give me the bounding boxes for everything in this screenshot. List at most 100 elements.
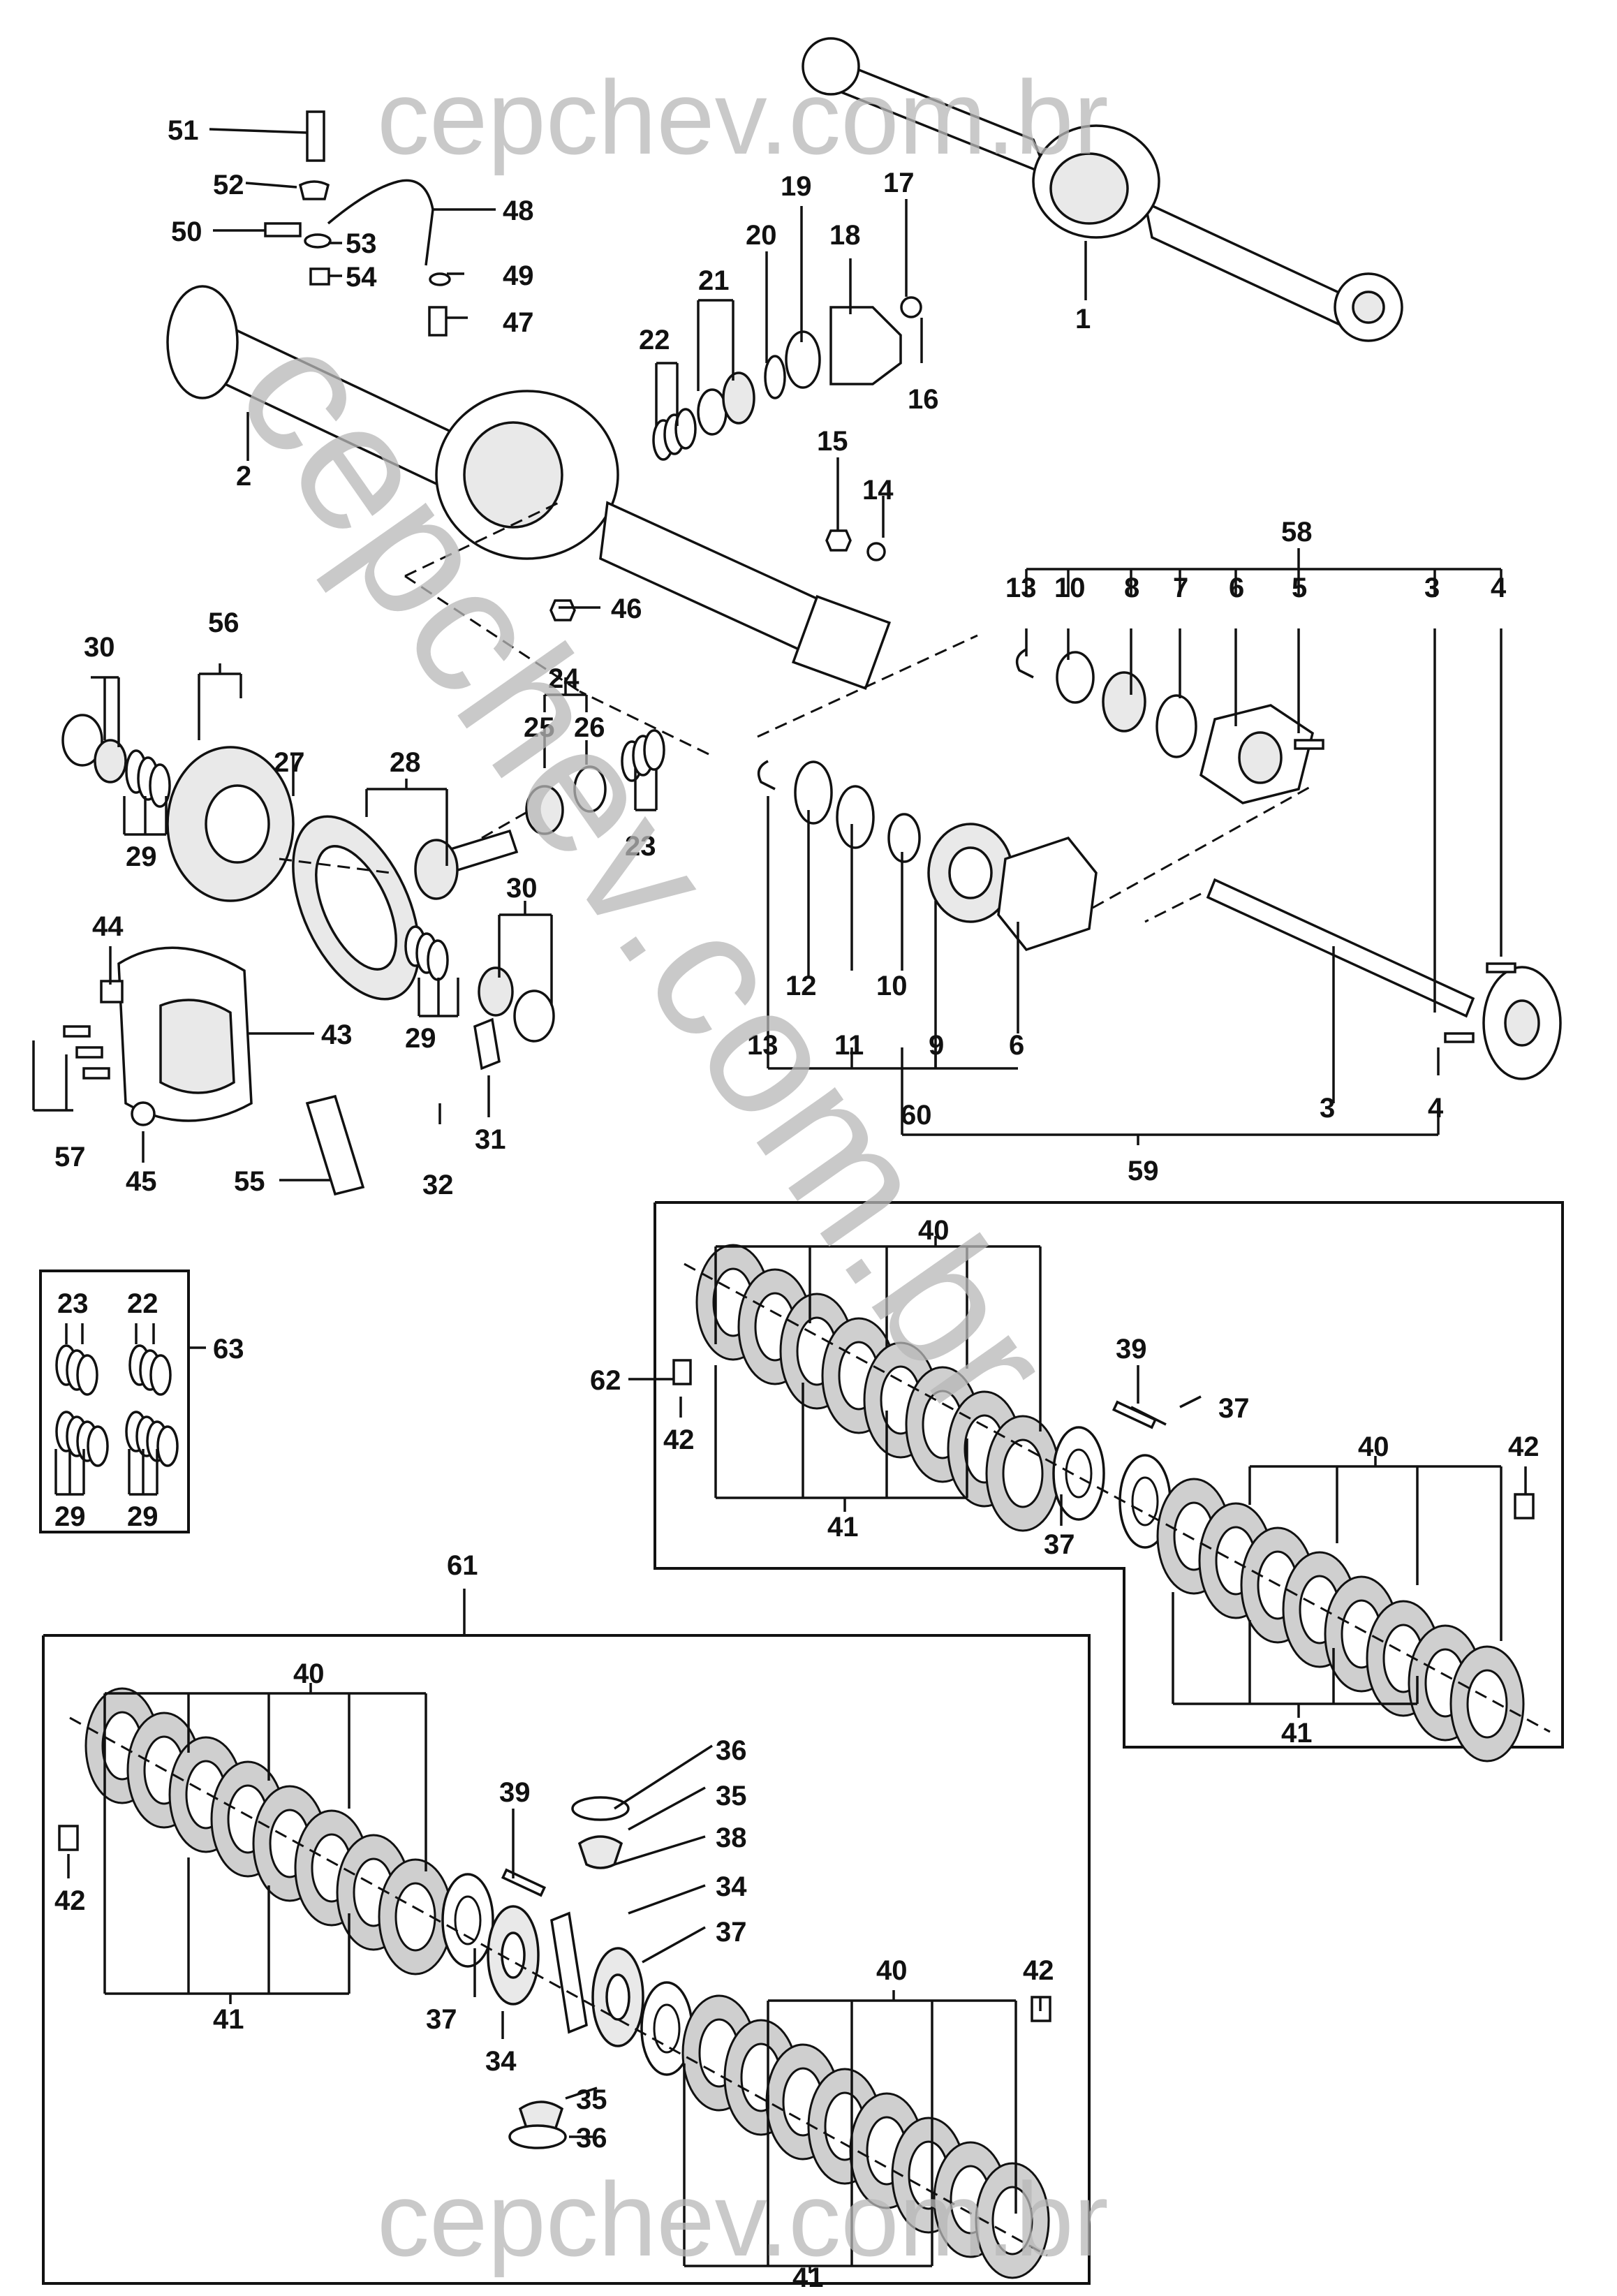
part-label: 34 — [716, 1871, 747, 1902]
part-label: 61 — [447, 1550, 478, 1581]
axle-housing-2 — [166, 285, 892, 691]
part-label: 42 — [1508, 1432, 1540, 1462]
part-label: 40 — [876, 1955, 908, 1986]
part-label: 51 — [168, 115, 199, 146]
part-label: 10 — [876, 971, 908, 1001]
part-label: 25 — [524, 712, 555, 743]
part-label: 29 — [54, 1501, 86, 1532]
clutch-disc-stack-61-left — [58, 1687, 494, 1975]
part-label: 18 — [829, 220, 861, 251]
part-label: 2 — [236, 461, 251, 492]
part-label: 54 — [346, 262, 377, 293]
part-label: 42 — [54, 1885, 86, 1916]
part-label: 17 — [883, 168, 915, 198]
differential-gears-61 — [487, 1796, 693, 2149]
kit-62-box — [654, 1201, 1564, 1749]
part-label: 21 — [698, 265, 730, 296]
part-label: 9 — [929, 1030, 944, 1061]
part-label: 1 — [1075, 304, 1091, 334]
part-label: 37 — [1218, 1393, 1250, 1424]
part-label: 29 — [127, 1501, 158, 1532]
part-label: 23 — [625, 831, 656, 862]
dashed-alignment-lines — [69, 501, 1551, 2257]
part-label: 41 — [1281, 1718, 1313, 1749]
part-label: 34 — [485, 2046, 517, 2077]
part-label: 13 — [747, 1030, 778, 1061]
part-label: 35 — [716, 1781, 747, 1811]
kit-63-box — [39, 1270, 190, 1533]
part-label: 7 — [1173, 573, 1188, 603]
part-label: 42 — [1023, 1955, 1054, 1986]
part-label: 36 — [716, 1735, 747, 1766]
part-label: 27 — [274, 747, 305, 778]
part-label: 37 — [1044, 1529, 1075, 1560]
pinion-bearing-parts — [549, 296, 922, 621]
part-label: 13 — [1005, 573, 1037, 603]
part-label: 22 — [127, 1288, 158, 1319]
part-label: 41 — [792, 2262, 824, 2293]
part-label: 20 — [746, 220, 777, 251]
part-label: 40 — [293, 1658, 325, 1689]
part-label: 30 — [506, 873, 538, 904]
part-label: 37 — [426, 2004, 457, 2035]
part-label: 53 — [346, 228, 377, 259]
part-label: 37 — [716, 1917, 747, 1948]
part-label: 6 — [1009, 1030, 1024, 1061]
part-label: 24 — [548, 663, 579, 694]
part-label: 3 — [1320, 1093, 1335, 1124]
part-label: 60 — [901, 1100, 932, 1131]
part-label: 56 — [208, 608, 239, 638]
part-label: 28 — [390, 747, 421, 778]
part-label: 35 — [576, 2084, 607, 2115]
watermark-bottom: cepchev.com.br — [377, 2161, 1109, 2278]
part-label: 39 — [1116, 1334, 1147, 1364]
kit-61-box — [42, 1634, 1091, 2285]
clutch-disc-stack-62-right — [672, 1359, 1535, 1763]
part-label: 30 — [84, 632, 115, 663]
clutch-disc-stack-62-left — [695, 1244, 1105, 1532]
part-label: 3 — [1424, 573, 1440, 603]
part-label: 41 — [827, 1512, 859, 1543]
part-label: 43 — [321, 1020, 353, 1050]
part-labels: 1 2 3 3 4 4 5 6 6 7 8 9 10 10 11 12 13 1… — [54, 115, 1540, 2293]
part-label: 40 — [1358, 1432, 1389, 1462]
part-label: 49 — [503, 260, 534, 291]
part-label: 29 — [405, 1023, 436, 1054]
part-label: 44 — [92, 911, 124, 942]
part-label: 4 — [1491, 573, 1507, 603]
part-label: 55 — [234, 1166, 265, 1197]
part-label: 46 — [611, 594, 642, 624]
part-label: 14 — [862, 475, 894, 506]
part-label: 47 — [503, 307, 534, 338]
part-label: 57 — [54, 1142, 86, 1172]
part-label: 63 — [213, 1334, 244, 1364]
part-label: 11 — [834, 1030, 864, 1061]
part-label: 5 — [1292, 573, 1307, 603]
part-label: 29 — [126, 841, 157, 872]
part-label: 40 — [918, 1215, 950, 1246]
part-label: 36 — [576, 2123, 607, 2154]
part-label: 15 — [817, 426, 848, 457]
kit-63-parts — [55, 1344, 179, 1467]
part-label: 12 — [785, 971, 817, 1001]
axle-shaft-parts — [757, 648, 1562, 1080]
part-label: 16 — [908, 384, 939, 415]
part-label: 10 — [1054, 573, 1086, 603]
part-label: 41 — [213, 2004, 244, 2035]
part-label: 31 — [475, 1124, 506, 1155]
part-label: 8 — [1124, 573, 1139, 603]
part-label: 50 — [171, 216, 202, 247]
part-label: 22 — [639, 325, 670, 355]
part-label: 23 — [57, 1288, 89, 1319]
part-label: 52 — [213, 170, 244, 200]
part-label: 42 — [663, 1425, 695, 1455]
part-label: 38 — [716, 1823, 747, 1853]
part-label: 48 — [503, 196, 534, 226]
watermark-top: cepchev.com.br — [377, 59, 1109, 176]
axle-assembly-1 — [802, 37, 1403, 342]
breather-parts — [264, 110, 451, 337]
part-label: 59 — [1128, 1156, 1159, 1186]
part-label: 32 — [422, 1170, 454, 1200]
part-label: 4 — [1428, 1093, 1444, 1124]
